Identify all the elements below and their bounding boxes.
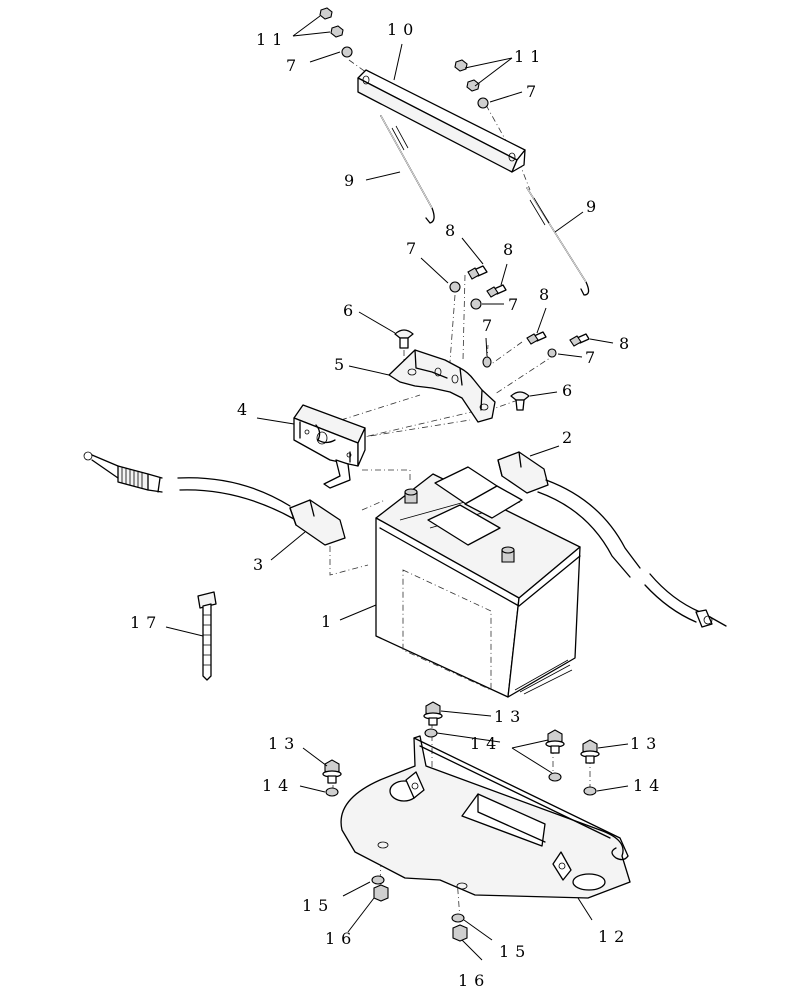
callout-10: 10 [387,20,419,39]
j-rod-left [380,115,435,224]
cable-negative [83,451,346,546]
callout-15: 15 [499,942,531,961]
callout-8: 8 [539,285,555,304]
cable-tie [197,591,217,681]
washers-14 [325,728,597,797]
callout-6: 6 [343,301,359,320]
callout-11: 11 [256,30,288,49]
callout-13: 13 [630,734,662,753]
callout-7: 7 [508,295,524,314]
callout-7: 7 [526,82,542,101]
callout-15: 15 [302,896,334,915]
carriage-bolt-lower [510,391,530,411]
flange-bolts-13 [322,701,600,784]
callout-13: 13 [494,707,526,726]
callout-8: 8 [503,240,519,259]
cable-positive [497,451,727,628]
j-rod-right [526,187,590,296]
bolts-8 [467,265,590,347]
callout-2: 2 [562,428,578,447]
callout-14: 14 [470,734,502,753]
callout-7: 7 [286,56,302,75]
latch-bracket [388,349,496,423]
callout-7: 7 [585,348,601,367]
callout-1: 1 [321,612,337,631]
callout-6: 6 [562,381,578,400]
carriage-bolt-upper [394,329,414,349]
callout-5: 5 [334,355,350,374]
washers-15 [371,875,465,923]
battery-tray [340,735,631,899]
callout-labels: 11 7 10 11 7 9 9 8 7 8 7 8 6 7 8 7 5 6 4… [130,20,665,990]
nut-11-group-right [454,59,480,92]
callout-11: 11 [514,47,546,66]
callout-13: 13 [268,734,300,753]
callout-17: 17 [130,613,162,632]
callout-9: 9 [586,197,602,216]
callout-14: 14 [633,776,665,795]
leader-lines [165,15,629,961]
callout-16: 16 [458,971,490,990]
callout-4: 4 [237,400,253,419]
nuts-16 [373,884,468,942]
callout-14: 14 [262,776,294,795]
callout-9: 9 [344,171,360,190]
battery [375,466,581,698]
washers-7 [341,46,557,368]
latch [293,404,366,489]
hold-down-bar [357,69,526,173]
callout-7: 7 [406,239,422,258]
callout-7: 7 [482,316,498,335]
callout-12: 12 [598,927,630,946]
callout-8: 8 [619,334,635,353]
nut-11-group-left [319,7,344,38]
callout-3: 3 [253,555,269,574]
callout-16: 16 [325,929,357,948]
callout-8: 8 [445,221,461,240]
